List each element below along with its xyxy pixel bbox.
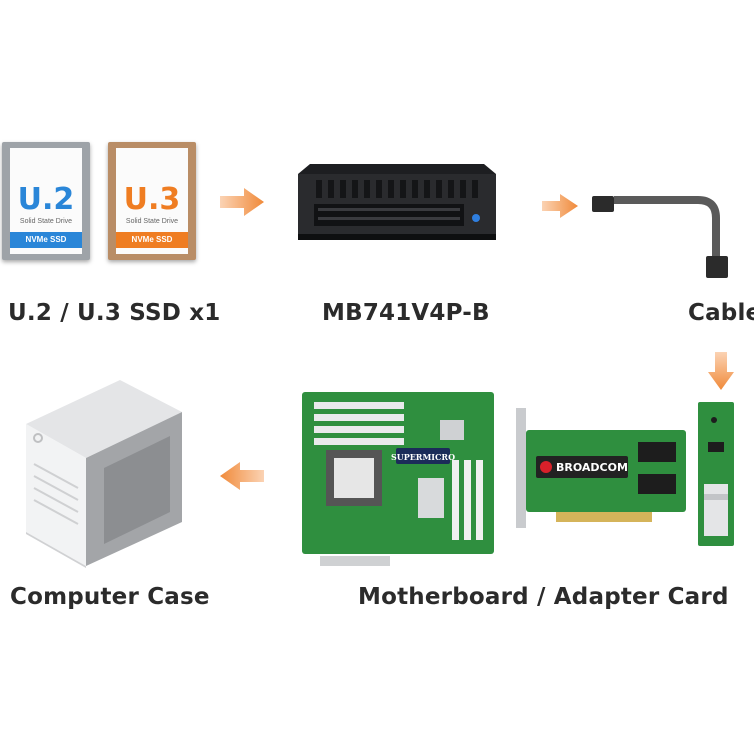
computer-case-image [26,380,182,568]
u2-ssd-bar: NVMe SSD [10,232,82,248]
cable-label: Cable [688,300,754,326]
u2-ssd-model: U.2 [17,182,75,217]
ssd-label: U.2 / U.3 SSD x1 [8,300,221,326]
enclosure-image [298,164,496,240]
u2-ssd: U.2 Solid State Drive NVMe SSD [2,142,90,260]
enclosure-label: MB741V4P-B [322,300,490,326]
case-label: Computer Case [10,584,210,610]
arrow-right-icon [220,188,264,216]
arrow-down-icon [708,352,734,390]
u3-ssd-model: U.3 [123,182,181,217]
arrow-left-icon [220,462,264,490]
board-label: Motherboard / Adapter Card [358,584,729,610]
u3-ssd-sub: Solid State Drive [125,218,179,225]
arrow-right-icon [542,194,578,218]
u2-ssd-sub: Solid State Drive [19,218,73,225]
cable-image [592,196,728,278]
adapter-card-image: BROADCOM [516,408,686,528]
u3-ssd-bar: NVMe SSD [116,232,188,248]
m2-adapter-image [698,402,734,546]
u3-ssd: U.3 Solid State Drive NVMe SSD [108,142,196,260]
broadcom-logo: BROADCOM [556,461,628,474]
motherboard-image: SUPERMICRO [302,392,494,566]
supermicro-logo: SUPERMICRO [391,452,455,462]
